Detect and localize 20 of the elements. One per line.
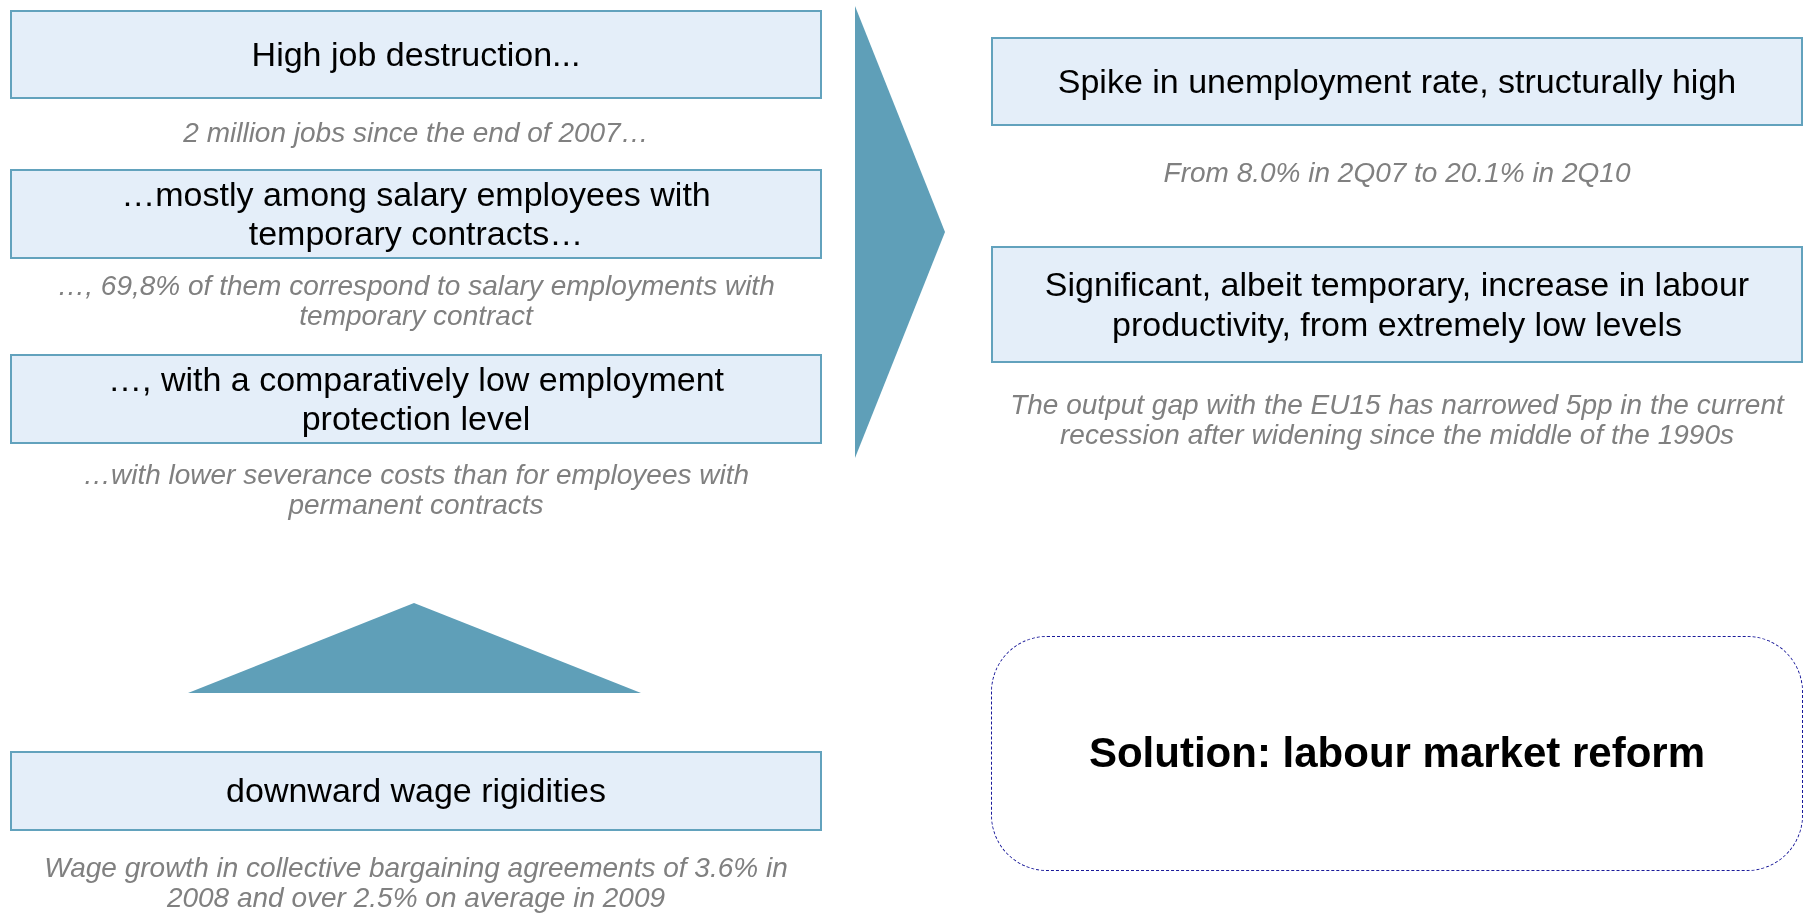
solution-box: [991, 636, 1803, 871]
box-text: Spike in unemployment rate, structurally high: [1057, 61, 1737, 102]
box-text: …, with a comparatively low employment protection level: [107, 359, 725, 439]
statement-box: [10, 10, 822, 99]
statement-box: [991, 37, 1803, 126]
note-text: Wage growth in collective bargaining agreements of 3.6% in 2008 and over 2.5% on average in 2009: [43, 853, 789, 914]
box-text: downward wage rigidities: [226, 771, 606, 811]
statement-box: [991, 246, 1803, 363]
note-text: …with lower severance costs than for employees with permanent contracts: [81, 460, 751, 521]
box-text: …mostly among salary employees with temporary contracts…: [120, 174, 712, 254]
statement-box: [10, 354, 822, 444]
note-text: …, 69,8% of them correspond to salary employments with temporary contract: [56, 271, 776, 332]
note-text: 2 million jobs since the end of 2007…: [182, 118, 650, 149]
box-text: Solution: labour market reform: [1088, 729, 1706, 778]
note-text: The output gap with the EU15 has narrowed 5pp in the current recession after widening since the middle of the 1990s: [1009, 390, 1786, 451]
box-text: High job destruction...: [251, 34, 581, 75]
statement-box: [10, 751, 822, 831]
box-text: Significant, albeit temporary, increase in labour productivity, from extremely low levels: [1043, 265, 1751, 344]
note-text: From 8.0% in 2Q07 to 20.1% in 2Q10: [1162, 158, 1632, 189]
statement-box: [10, 169, 822, 259]
